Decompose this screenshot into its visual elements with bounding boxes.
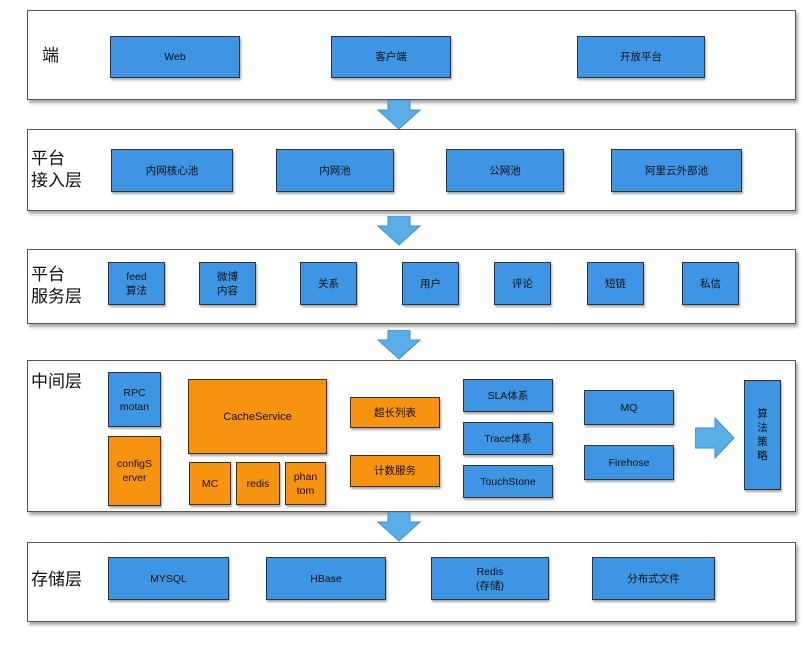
layer-title: 中间层: [31, 372, 82, 391]
box-long-list: 超长列表: [350, 397, 440, 428]
box-mq: MQ: [584, 390, 674, 425]
right-arrow-icon: [695, 417, 735, 459]
box-trace: Trace体系: [463, 422, 553, 455]
box-redis-cache: redis: [236, 462, 280, 505]
box-counter-service: 计数服务: [350, 455, 440, 487]
box-algorithm-strategy: 算 法 策 略: [744, 380, 781, 490]
down-arrow-icon: [377, 512, 421, 542]
box-web: Web: [110, 36, 240, 78]
box-client-app: 客户端: [331, 36, 451, 78]
box-comment: 评论: [494, 262, 551, 305]
box-redis-storage: Redis (存储): [431, 557, 549, 600]
box-open-platform: 开放平台: [577, 36, 705, 78]
box-config-server: configS erver: [108, 436, 161, 506]
box-aliyun-pool: 阿里云外部池: [611, 149, 742, 192]
down-arrow-icon: [377, 330, 421, 360]
layer-storage: 存储层 MYSQL HBase Redis (存储) 分布式文件: [27, 542, 796, 622]
down-arrow-icon: [377, 100, 421, 130]
box-private-message: 私信: [682, 262, 739, 305]
down-arrow-icon: [377, 216, 421, 246]
box-intranet-pool: 内网池: [276, 149, 394, 192]
box-rpc-motan: RPC motan: [108, 372, 161, 427]
box-short-link: 短链: [587, 262, 644, 305]
box-user: 用户: [402, 262, 459, 305]
box-relation: 关系: [300, 262, 357, 305]
box-distributed-file: 分布式文件: [592, 557, 715, 600]
layer-title: 平台 服务层: [31, 265, 82, 306]
box-sla: SLA体系: [463, 379, 553, 412]
box-cache-service: CacheService: [188, 379, 327, 454]
box-weibo-content: 微博 内容: [199, 262, 256, 305]
box-mc: MC: [189, 462, 231, 505]
layer-access: 平台 接入层 内网核心池 内网池 公网池 阿里云外部池: [27, 129, 796, 211]
layer-title: 端: [42, 46, 59, 65]
box-mysql: MYSQL: [108, 557, 229, 600]
layer-service: 平台 服务层 feed 算法 微博 内容 关系 用户 评论 短链 私信: [27, 249, 796, 324]
box-intranet-core-pool: 内网核心池: [111, 149, 233, 192]
box-touchstone: TouchStone: [463, 465, 553, 498]
layer-client: 端 Web 客户端 开放平台: [27, 10, 796, 100]
layer-title: 存储层: [31, 570, 82, 589]
box-hbase: HBase: [266, 557, 386, 600]
layer-middleware: 中间层 RPC motan configS erver CacheService…: [27, 360, 796, 512]
box-firehose: Firehose: [584, 445, 674, 480]
box-phantom: phan tom: [285, 462, 326, 505]
layer-title: 平台 接入层: [31, 149, 82, 190]
box-feed-algorithm: feed 算法: [108, 262, 165, 305]
box-public-pool: 公网池: [446, 149, 564, 192]
